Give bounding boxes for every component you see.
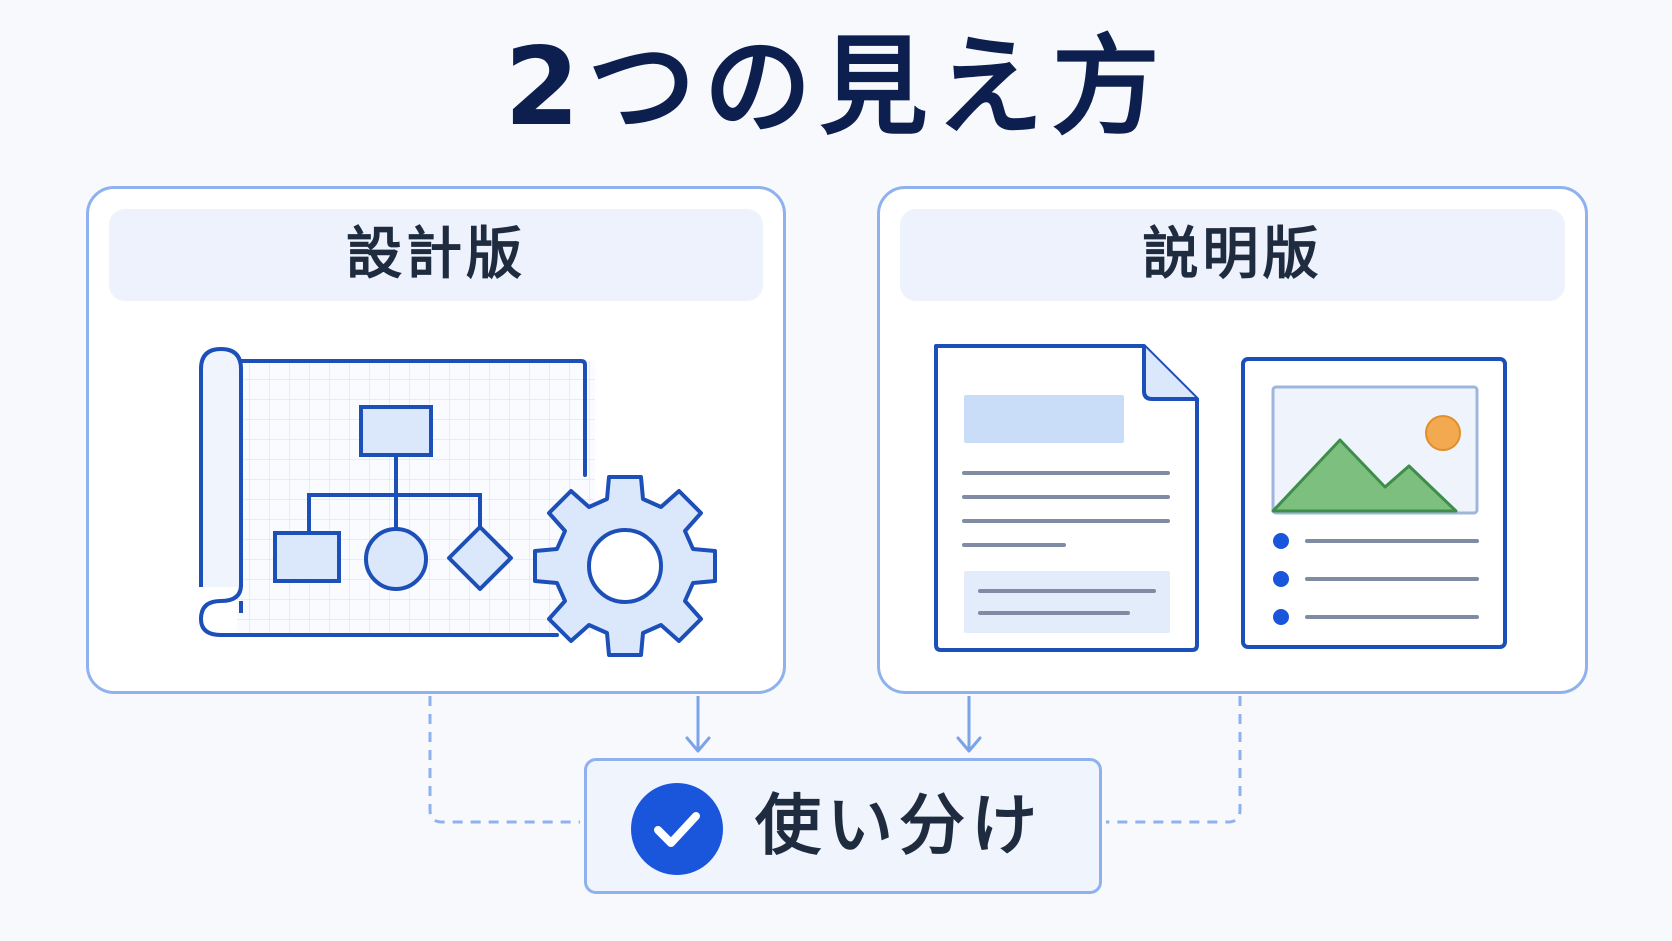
right-dashed-connector — [1106, 696, 1242, 824]
design-card: 設計版 — [86, 186, 786, 694]
explanation-card: 説明版 — [877, 186, 1588, 694]
flowchart-icon — [273, 405, 513, 591]
right-down-arrow — [956, 696, 982, 753]
explanation-card-title: 説明版 — [1142, 222, 1323, 287]
explanation-illustration — [934, 344, 1507, 652]
left-dashed-connector — [428, 696, 580, 824]
image-card-icon — [1241, 357, 1507, 649]
result-label: 使い分け — [755, 787, 1043, 864]
explanation-card-header: 説明版 — [900, 209, 1565, 301]
gear-icon — [533, 475, 717, 657]
page-title: 2つの見え方 — [504, 25, 1168, 150]
left-down-arrow — [685, 696, 711, 753]
design-card-title: 設計版 — [346, 222, 526, 287]
document-icon — [934, 344, 1199, 652]
result-box: 使い分け — [584, 758, 1102, 894]
design-card-header: 設計版 — [109, 209, 763, 301]
checkmark-icon — [631, 783, 723, 875]
design-illustration — [198, 346, 717, 657]
